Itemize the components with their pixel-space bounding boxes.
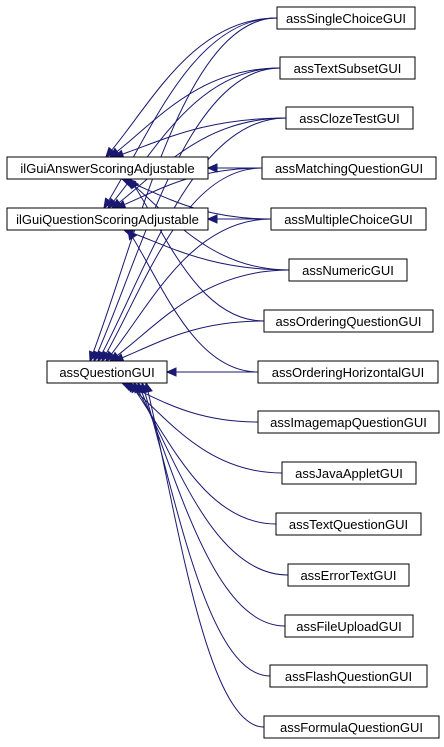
inheritance-arrowhead bbox=[107, 197, 118, 209]
inheritance-arrowhead bbox=[143, 381, 153, 394]
class-node-label: assClozeTestGUI bbox=[299, 111, 399, 126]
class-node-il-gui-answer-scoring-adjustable[interactable]: ilGuiAnswerScoringAdjustable bbox=[6, 156, 209, 180]
inheritance-edge bbox=[89, 17, 278, 362]
inheritance-arrowhead bbox=[129, 177, 140, 190]
class-node-label: assMatchingQuestionGUI bbox=[275, 161, 423, 176]
class-node-ass-matching-question-gui[interactable]: assMatchingQuestionGUI bbox=[261, 156, 437, 180]
class-node-label: assFormulaQuestionGUI bbox=[280, 720, 423, 735]
inheritance-edge bbox=[109, 67, 281, 158]
edges-layer bbox=[89, 17, 290, 728]
class-node-ass-formula-question-gui[interactable]: assFormulaQuestionGUI bbox=[263, 715, 440, 739]
inheritance-edge bbox=[105, 218, 272, 362]
class-node-ass-ordering-question-gui[interactable]: assOrderingQuestionGUI bbox=[263, 309, 434, 333]
class-node-label: assJavaAppletGUI bbox=[295, 466, 403, 481]
class-node-label: assOrderingQuestionGUI bbox=[276, 314, 422, 329]
inheritance-edge bbox=[97, 117, 287, 362]
inheritance-edge bbox=[125, 178, 290, 271]
class-node-ass-file-upload-gui[interactable]: assFileUploadGUI bbox=[284, 614, 414, 638]
class-node-label: assMultipleChoiceGUI bbox=[284, 212, 413, 227]
inheritance-edge bbox=[107, 67, 281, 209]
class-node-ass-imagemap-question-gui[interactable]: assImagemapQuestionGUI bbox=[257, 410, 440, 434]
class-node-label: assOrderingHorizontalGUI bbox=[272, 365, 424, 380]
inheritance-edge bbox=[141, 382, 271, 677]
inheritance-edge bbox=[101, 167, 263, 362]
inheritance-edge bbox=[103, 17, 278, 209]
class-node-label: assImagemapQuestionGUI bbox=[270, 415, 427, 430]
inheritance-edge bbox=[129, 382, 277, 525]
class-node-il-gui-question-scoring-adjustable[interactable]: ilGuiQuestionScoringAdjustable bbox=[6, 207, 209, 231]
inheritance-arrowhead bbox=[206, 163, 218, 173]
inheritance-edge bbox=[129, 178, 265, 322]
class-node-label: assErrorTextGUI bbox=[300, 568, 396, 583]
class-node-label: assFlashQuestionGUI bbox=[285, 669, 412, 684]
inheritance-edge bbox=[123, 229, 290, 271]
inheritance-arrowhead bbox=[101, 350, 111, 363]
class-node-label: assQuestionGUI bbox=[59, 365, 154, 380]
class-node-ass-text-question-gui[interactable]: assTextQuestionGUI bbox=[275, 512, 422, 536]
inheritance-arrowhead bbox=[103, 197, 114, 210]
class-node-label: assFileUploadGUI bbox=[296, 619, 402, 634]
class-node-ass-text-subset-gui[interactable]: assTextSubsetGUI bbox=[279, 56, 416, 80]
inheritance-arrowhead bbox=[165, 367, 177, 377]
inheritance-arrowhead bbox=[105, 350, 116, 362]
class-node-ass-cloze-test-gui[interactable]: assClozeTestGUI bbox=[285, 106, 414, 130]
class-node-ass-single-choice-gui[interactable]: assSingleChoiceGUI bbox=[276, 6, 416, 30]
inheritance-arrowhead bbox=[93, 350, 103, 363]
class-node-ass-numeric-gui[interactable]: assNumericGUI bbox=[288, 258, 408, 282]
class-node-label: ilGuiQuestionScoringAdjustable bbox=[16, 212, 199, 227]
class-node-ass-flash-question-gui[interactable]: assFlashQuestionGUI bbox=[269, 664, 428, 688]
inheritance-arrowhead bbox=[206, 214, 218, 224]
inheritance-arrowhead bbox=[105, 146, 116, 158]
inheritance-edge bbox=[145, 382, 265, 728]
inheritance-edge bbox=[113, 320, 265, 362]
class-node-ass-ordering-horizontal-gui[interactable]: assOrderingHorizontalGUI bbox=[257, 360, 439, 384]
class-node-label: ilGuiAnswerScoringAdjustable bbox=[20, 161, 194, 176]
inheritance-edge bbox=[109, 269, 290, 362]
inheritance-edge bbox=[113, 117, 287, 158]
class-node-label: assSingleChoiceGUI bbox=[286, 11, 406, 26]
class-node-label: assTextSubsetGUI bbox=[294, 61, 402, 76]
class-node-label: assNumericGUI bbox=[302, 263, 394, 278]
inheritance-edge bbox=[105, 17, 278, 158]
class-node-ass-multiple-choice-gui[interactable]: assMultipleChoiceGUI bbox=[270, 207, 427, 231]
inheritance-edge bbox=[115, 167, 263, 209]
class-node-label: assTextQuestionGUI bbox=[289, 517, 408, 532]
inheritance-arrowhead bbox=[127, 228, 138, 241]
class-node-ass-error-text-gui[interactable]: assErrorTextGUI bbox=[287, 563, 410, 587]
class-node-ass-java-applet-gui[interactable]: assJavaAppletGUI bbox=[281, 461, 417, 485]
inheritance-edge bbox=[127, 229, 259, 373]
class-node-ass-question-gui[interactable]: assQuestionGUI bbox=[46, 360, 168, 384]
